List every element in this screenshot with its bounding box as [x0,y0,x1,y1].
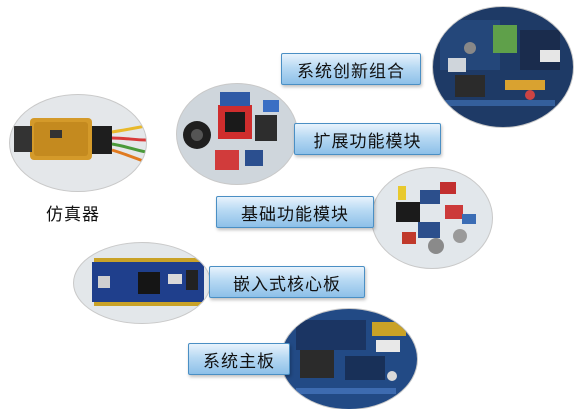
label-emulator: 仿真器 [46,205,100,225]
emulator-photo [9,94,147,192]
system-combo-photo [432,6,574,128]
label-system-combo: 系统创新组合 [281,53,421,85]
label-embedded-core-board: 嵌入式核心板 [209,266,365,298]
extension-modules-photo [176,83,298,185]
label-extension-modules: 扩展功能模块 [294,123,441,155]
label-system-mainboard: 系统主板 [188,343,290,375]
system-mainboard-photo [280,308,418,409]
basic-modules-photo [371,167,493,269]
label-basic-modules: 基础功能模块 [216,196,374,228]
embedded-core-board-photo [73,242,211,324]
